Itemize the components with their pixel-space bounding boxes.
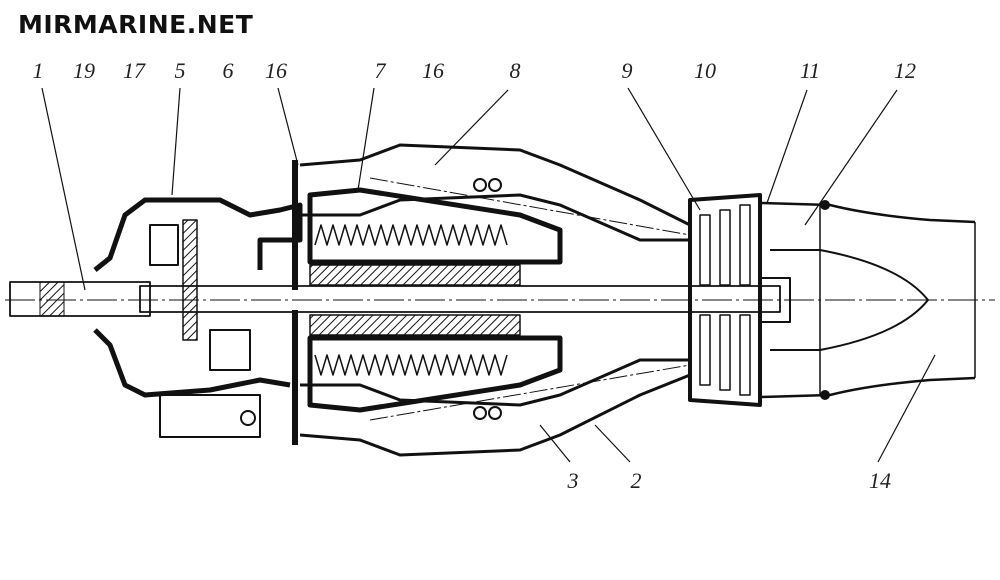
callout-label-5: 5 bbox=[174, 58, 186, 83]
callout-label-6: 6 bbox=[222, 58, 234, 83]
callout-label-14: 14 bbox=[869, 468, 891, 493]
site-watermark: MIRMARINE.NET bbox=[18, 10, 254, 39]
turbine-section bbox=[688, 193, 791, 407]
callout-label-12: 12 bbox=[894, 58, 916, 83]
callout-label-1: 1 bbox=[32, 58, 44, 83]
leader-lines bbox=[41, 87, 936, 463]
callout-label-3: 3 bbox=[567, 468, 579, 493]
callout-label-9: 9 bbox=[621, 58, 633, 83]
exhaust-duct bbox=[759, 200, 976, 400]
callout-label-16b: 16 bbox=[422, 58, 444, 83]
callout-label-8: 8 bbox=[509, 58, 521, 83]
callout-label-11: 11 bbox=[799, 58, 821, 83]
callout-label-7: 7 bbox=[374, 58, 386, 83]
callout-label-2: 2 bbox=[630, 468, 642, 493]
compressor-casing bbox=[292, 160, 563, 445]
callout-label-17: 17 bbox=[123, 58, 145, 83]
callout-label-16a: 16 bbox=[265, 58, 287, 83]
callout-label-10: 10 bbox=[694, 58, 716, 83]
reduction-gearbox bbox=[93, 197, 303, 438]
input-shaft bbox=[9, 281, 781, 317]
callout-label-19: 19 bbox=[73, 58, 95, 83]
